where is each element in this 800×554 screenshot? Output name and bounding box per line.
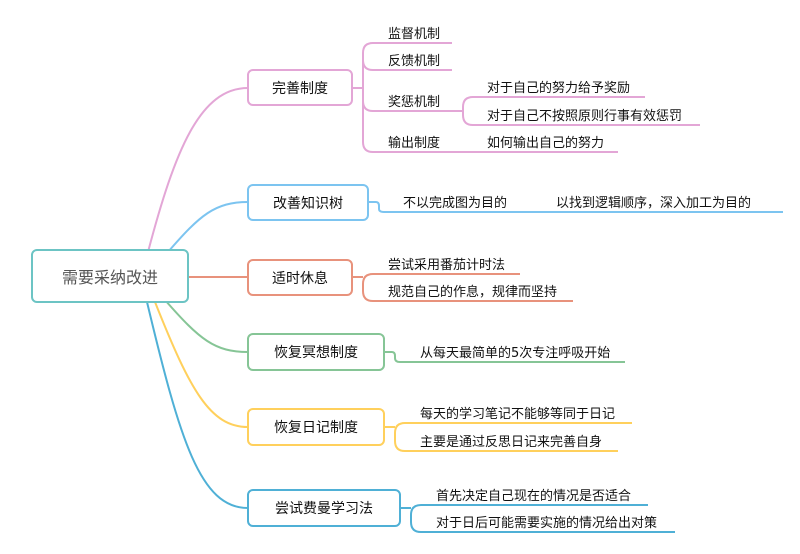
branch-wanshan-zhidu[interactable]: 完善制度 监督机制 反馈机制 奖惩机制 对于自己的努力给予奖励 对于自己不按照原… <box>247 27 700 153</box>
child-label: 每天的学习笔记不能够等同于日记 <box>420 406 615 422</box>
child-label: 首先决定自己现在的情况是否适合 <box>436 488 631 504</box>
grandchild-label: 对于自己的努力给予奖励 <box>487 80 630 96</box>
branch-label: 完善制度 <box>272 81 328 97</box>
child-label: 不以完成图为目的 <box>403 195 507 211</box>
branch-gaishan-zhishishu[interactable]: 改善知识树 不以完成图为目的 以找到逻辑顺序，深入加工为目的 <box>247 184 783 221</box>
child-label: 从每天最简单的5次专注呼吸开始 <box>420 345 610 361</box>
child-label: 以找到逻辑顺序，深入加工为目的 <box>556 195 751 211</box>
child-label: 输出制度 <box>388 135 440 151</box>
grandchild-label: 对于自己不按照原则行事有效惩罚 <box>487 109 682 124</box>
child-label: 监督机制 <box>388 27 440 42</box>
child-label: 规范自己的作息，规律而坚持 <box>388 284 557 300</box>
child-label: 主要是通过反思日记来完善自身 <box>420 434 602 450</box>
child-label: 奖惩机制 <box>388 95 440 110</box>
branch-label: 恢复日记制度 <box>274 419 358 436</box>
branch-label: 适时休息 <box>272 270 328 287</box>
connector-5 <box>154 301 249 428</box>
branch-shishi-xiuxi[interactable]: 适时休息 尝试采用番茄计时法 规范自己的作息，规律而坚持 <box>247 258 573 302</box>
connector-1 <box>147 87 249 253</box>
branch-feiman[interactable]: 尝试费曼学习法 首先决定自己现在的情况是否适合 对于日后可能需要实施的情况给出对… <box>247 488 675 533</box>
branch-label: 恢复冥想制度 <box>274 344 358 361</box>
connector-4 <box>164 299 249 353</box>
child-label: 对于日后可能需要实施的情况给出对策 <box>436 515 657 531</box>
branch-riji[interactable]: 恢复日记制度 每天的学习笔记不能够等同于日记 主要是通过反思日记来完善自身 <box>247 406 632 452</box>
child-label: 反馈机制 <box>388 54 440 69</box>
grandchild-label: 如何输出自己的努力 <box>487 135 604 151</box>
child-label: 尝试采用番茄计时法 <box>388 258 505 273</box>
branch-label: 改善知识树 <box>273 195 343 212</box>
root-node[interactable]: 需要采纳改进 <box>31 249 189 303</box>
branch-label: 尝试费曼学习法 <box>275 501 373 517</box>
root-label: 需要采纳改进 <box>62 268 158 287</box>
connector-6 <box>146 301 249 509</box>
branch-mingxiang[interactable]: 恢复冥想制度 从每天最简单的5次专注呼吸开始 <box>247 333 625 371</box>
connector-2 <box>167 201 249 253</box>
